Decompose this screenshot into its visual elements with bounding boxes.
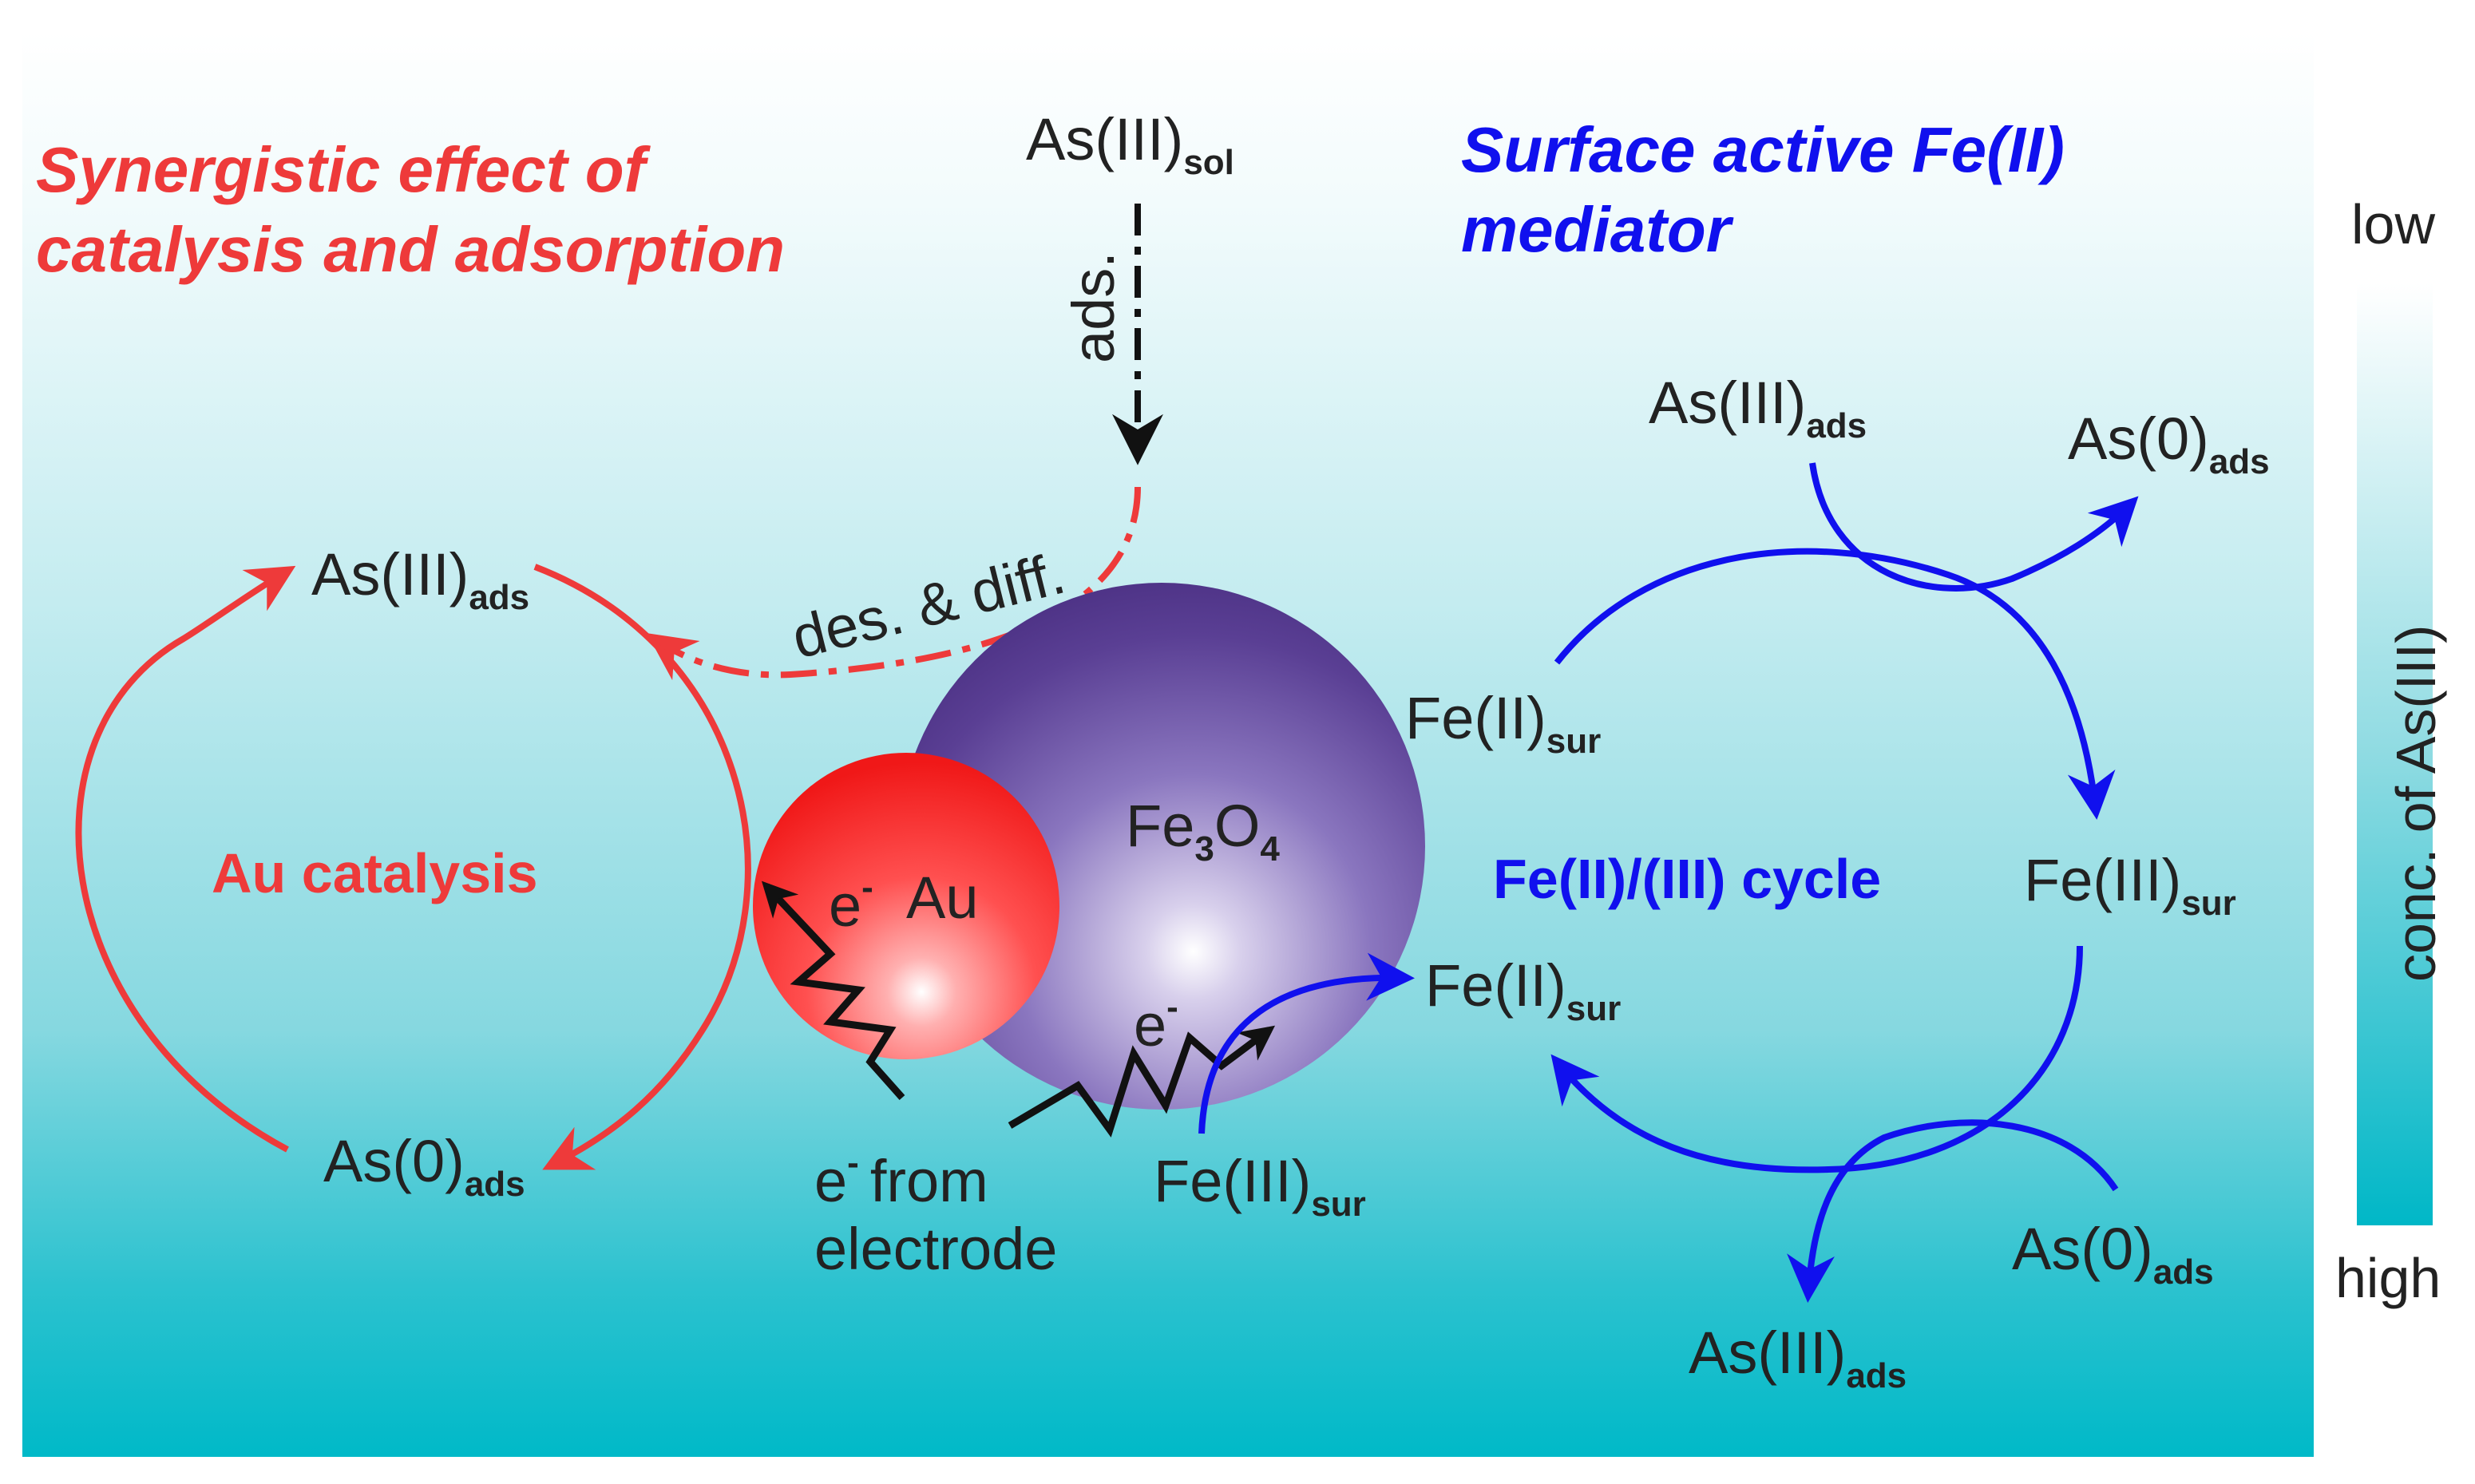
fe-cycle-lower-arc [1550, 945, 2083, 1173]
fe3-sur-right-label: Fe(III)sur [2024, 847, 2236, 923]
right-title-line1: Surface active Fe(II) [1461, 114, 2065, 185]
as3-sol-label: As(III)sol [1026, 106, 1234, 182]
right-title-line2: mediator [1461, 194, 1734, 265]
des-diff-arrow [647, 486, 1141, 681]
electrode-label: electrode [814, 1216, 1057, 1282]
as3-to-as0-top-arrow [1809, 462, 2139, 592]
fe3o4-label: Fe3O4 [1126, 793, 1280, 869]
scale-low-label: low [2351, 193, 2435, 255]
as0-to-as3-bottom-arrow [1787, 1119, 2119, 1303]
right-as0-ads-bottom-label: As(0)ads [2012, 1216, 2214, 1292]
fe2-sur-upper-label: Fe(II)sur [1405, 685, 1601, 761]
electron-wave-to-au [761, 881, 905, 1100]
scale-high-label: high [2335, 1247, 2441, 1309]
au-label: Au [906, 865, 979, 931]
scale-bar [2357, 283, 2433, 1225]
fe-cycle-label: Fe(II)/(III) cycle [1493, 848, 1881, 910]
fe3-sur-bottom-label: Fe(III)sur [1154, 1148, 1366, 1224]
left-title-line2: catalysis and adsorption [36, 214, 785, 285]
ads-label: ads. [1060, 251, 1127, 363]
scale-title: conc. of As(III) [2385, 625, 2447, 982]
fe-cycle-upper-arc [1554, 548, 2116, 820]
fe2-sur-lower-label: Fe(II)sur [1425, 952, 1621, 1028]
left-as3-ads-label: As(III)ads [311, 541, 529, 617]
au-cycle-arc-right [533, 564, 751, 1170]
au-electron-label: e- [829, 868, 873, 939]
right-as0-ads-top-label: As(0)ads [2068, 406, 2270, 481]
fe3o4-electron-label: e- [1134, 987, 1178, 1059]
right-as3-ads-top-label: As(III)ads [1649, 370, 1867, 445]
right-as3-ads-bottom-label: As(III)ads [1689, 1320, 1907, 1395]
fe3-to-fe2-arrow [1198, 952, 1415, 1134]
left-title-line1: Synergistic effect of [36, 134, 651, 205]
au-cycle-arc-left [75, 565, 296, 1153]
left-as0-ads-label: As(0)ads [323, 1128, 525, 1204]
au-catalysis-label: Au catalysis [212, 842, 538, 904]
electron-from-label: e-from [814, 1143, 988, 1214]
